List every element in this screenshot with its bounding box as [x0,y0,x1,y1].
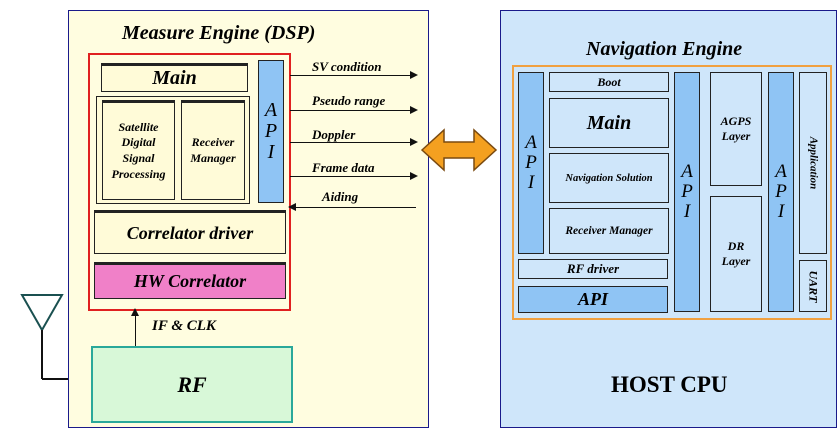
hw-correlator-box: HW Correlator [94,262,286,299]
boot-box: Boot [549,72,669,92]
rf-driver-box: RF driver [518,259,668,279]
signal-arrow-doppler [290,138,418,146]
if-clk-connector [135,312,136,346]
correlator-driver-box: Correlator driver [94,210,286,254]
application-box: Application [799,72,827,254]
rf-label: RF [177,371,207,397]
measure-engine-boundary [88,53,291,311]
uart-box: UART [799,260,827,312]
navigation-engine-boundary [512,65,832,320]
ne-api-bar-left: A P I [518,72,544,254]
navigation-engine-title: Navigation Engine [586,38,743,60]
ne-receiver-manager-box: Receiver Manager [549,208,669,254]
ne-right-api-letter-i: I [777,200,785,222]
measure-engine-title: Measure Engine (DSP) [122,22,316,44]
uart-label: UART [806,269,821,303]
rf-driver-label: RF driver [566,261,620,276]
me-main-box: Main [101,63,248,92]
ne-right-api-letter-p: P [775,181,787,203]
signal-arrow-pseudo-range [290,106,418,114]
dr-line-1: DR [727,239,745,253]
me-receiver-line-2: Manager [190,151,236,165]
bidirectional-arrow-icon [420,128,498,172]
if-clk-arrowhead [131,308,139,316]
ne-api-bar-right: A P I [768,72,794,312]
dr-layer-box: DR Layer [710,196,762,312]
signal-label-sv-condition: SV condition [312,59,382,74]
ne-main-box: Main [549,98,669,148]
navigation-solution-label: Navigation Solution [565,172,653,184]
rf-box: RF [91,346,293,423]
ne-right-api-letter-a: A [775,161,787,183]
signal-arrow-frame-data [290,172,418,180]
satellite-line-1: Satellite [118,119,159,134]
ne-mid-api-letter-i: I [683,200,691,222]
ne-api-bar-middle: A P I [674,72,700,312]
satellite-line-2: Digital [121,135,156,150]
me-main-label: Main [152,67,197,89]
ne-api-bottom-label: API [577,289,608,309]
me-api-letter-p: P [264,120,278,142]
signal-label-doppler: Doppler [312,127,356,142]
me-receiver-manager-box: Receiver Manager [181,100,245,200]
dr-line-2: Layer [721,254,751,268]
satellite-line-3: Signal [122,151,155,165]
satellite-line-4: Processing [111,166,166,181]
me-receiver-line-1: Receiver [191,135,235,150]
ne-mid-api-letter-a: A [681,161,693,183]
satellite-dsp-box: Satellite Digital Signal Processing [102,100,175,200]
ne-mid-api-letter-p: P [681,181,693,203]
ne-left-api-letter-a: A [525,132,537,154]
hw-correlator-label: HW Correlator [133,271,247,291]
signal-label-aiding: Aiding [322,189,359,204]
ne-main-label: Main [586,111,632,134]
signal-label-frame-data: Frame data [312,160,375,175]
agps-line-2: Layer [721,129,751,143]
ne-left-api-letter-p: P [525,152,537,174]
agps-line-1: AGPS [720,114,752,128]
boot-label: Boot [597,74,621,89]
application-label: Application [807,136,819,190]
ne-receiver-manager-label: Receiver Manager [565,225,653,237]
me-api-letter-a: A [264,99,278,121]
navigation-solution-box: Navigation Solution [549,153,669,203]
me-api-letter-i: I [267,141,275,163]
agps-layer-box: AGPS Layer [710,72,762,186]
if-clk-label: IF & CLK [152,318,216,334]
signal-label-pseudo-range: Pseudo range [312,93,386,108]
ne-left-api-letter-i: I [527,171,535,193]
host-cpu-label: HOST CPU [611,372,728,397]
correlator-driver-label: Correlator driver [126,222,254,243]
ne-api-bottom-bar: API [518,286,668,313]
signal-arrow-aiding [288,203,416,211]
signal-arrow-sv-condition [290,71,418,79]
me-api-bar: A P I [258,60,284,203]
